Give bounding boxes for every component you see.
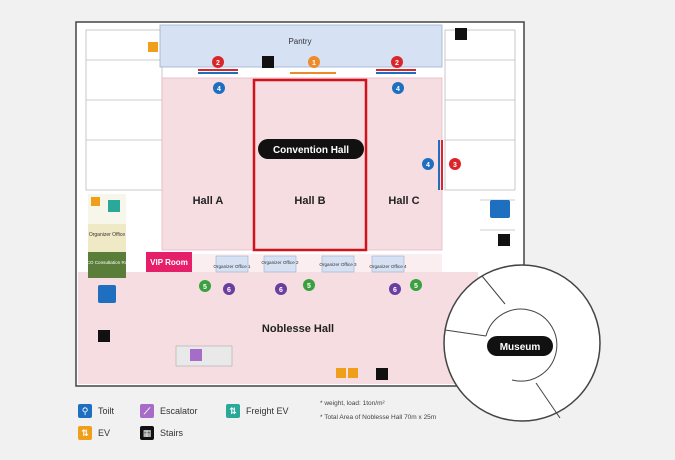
- toilet-icon: ⚲: [78, 404, 92, 418]
- hall-zone[interactable]: [161, 77, 443, 251]
- organizer-office-1[interactable]: Organizer Office 1: [213, 255, 251, 273]
- legend-freight-ev-label: Freight EV: [246, 406, 289, 416]
- escalator-icon: ⟋: [140, 404, 154, 418]
- museum-badge[interactable]: [487, 336, 553, 356]
- marker-4-label: 4: [426, 162, 430, 169]
- marker-4-hall-a[interactable]: 4: [213, 82, 225, 94]
- marker-5-b[interactable]: 5: [303, 279, 315, 291]
- marker-1[interactable]: 1: [308, 56, 320, 68]
- legend-toilet-label: Toilt: [98, 406, 115, 416]
- note-total-area: * Total Area of Noblesse Hall 70m x 25m: [320, 414, 437, 421]
- stairs-icon: [498, 234, 510, 246]
- legend-ev-label: EV: [98, 428, 111, 438]
- vip-room-label: VIP Room: [150, 258, 188, 267]
- entrance-bar: [376, 69, 416, 71]
- organizer-office-1-label: Organizer Office 1: [213, 264, 251, 269]
- note-weight-load: * weight, load: 1ton/m²: [320, 400, 385, 407]
- entrance-bar: [290, 72, 336, 74]
- hall-c-label: Hall C: [388, 195, 419, 207]
- legend-escalator-label: Escalator: [160, 406, 198, 416]
- museum-label: Museum: [500, 342, 541, 353]
- marker-1-label: 1: [312, 60, 316, 67]
- entrance-bar: [376, 72, 416, 74]
- organizer-office-label: Organizer Office: [89, 232, 126, 238]
- marker-6-a[interactable]: 6: [223, 283, 235, 295]
- marker-3-label: 3: [453, 162, 457, 169]
- hall-b-highlight[interactable]: [252, 78, 368, 252]
- adco-room[interactable]: [88, 252, 126, 278]
- marker-2-left[interactable]: 2: [212, 56, 224, 68]
- marker-6-label: 6: [279, 287, 283, 294]
- freight-ev-icon: ⇅: [226, 404, 240, 418]
- marker-4-label: 4: [396, 86, 400, 93]
- legend-stairs: ▦ Stairs: [140, 426, 183, 440]
- hall-b-label: Hall B: [294, 195, 325, 207]
- ev-icon: [91, 197, 100, 206]
- marker-2-label: 2: [395, 60, 399, 67]
- freight-ev-icon: [108, 200, 120, 212]
- ev-icon: [148, 42, 158, 52]
- entrance-bar: [198, 72, 238, 74]
- stairs-icon: [98, 330, 110, 342]
- marker-2-label: 2: [216, 60, 220, 67]
- marker-4-hall-c[interactable]: 4: [392, 82, 404, 94]
- convention-hall-label: Convention Hall: [273, 145, 349, 156]
- legend-ev: ⇅ EV: [78, 426, 110, 440]
- convention-hall-badge[interactable]: [258, 139, 364, 159]
- stairs-icon: [455, 28, 467, 40]
- museum-walls: [444, 275, 561, 419]
- organizer-office-4[interactable]: Organizer Office 4: [369, 255, 407, 273]
- stairs-icon: ▦: [140, 426, 154, 440]
- marker-4-label: 4: [217, 86, 221, 93]
- stairs-icon: [376, 368, 388, 380]
- organizer-office-2-label: Organizer Office 2: [261, 260, 299, 265]
- escalator-icon: [190, 349, 202, 361]
- adco-room-label: ADCO Consultation Room: [80, 260, 134, 265]
- marker-5-c[interactable]: 5: [410, 279, 422, 291]
- marker-6-label: 6: [227, 287, 231, 294]
- ev-icon: ⇅: [78, 426, 92, 440]
- legend-stairs-label: Stairs: [160, 428, 184, 438]
- organizer-office[interactable]: [88, 224, 126, 252]
- marker-6-label: 6: [393, 287, 397, 294]
- organizer-office-2[interactable]: Organizer Office 2: [261, 255, 299, 273]
- entrance-bar: [198, 69, 238, 71]
- legend-escalator: ⟋ Escalator: [140, 404, 198, 418]
- escalator-area: [175, 345, 233, 367]
- marker-4-side[interactable]: 4: [422, 158, 434, 170]
- organizer-office-4-label: Organizer Office 4: [369, 264, 407, 269]
- toilet-icon: [490, 200, 510, 218]
- marker-6-b[interactable]: 6: [275, 283, 287, 295]
- marker-5-label: 5: [307, 283, 311, 290]
- hall-a-label: Hall A: [193, 195, 224, 207]
- entrance-bar: [441, 140, 443, 190]
- toilet-icon: [98, 285, 116, 303]
- marker-5-label: 5: [414, 283, 418, 290]
- ev-icon: [348, 368, 358, 378]
- marker-5-a[interactable]: 5: [199, 280, 211, 292]
- organizer-office-3-label: Organizer Office 3: [319, 262, 357, 267]
- pantry-label: Pantry: [288, 37, 311, 46]
- vip-room[interactable]: [146, 252, 192, 272]
- marker-6-c[interactable]: 6: [389, 283, 401, 295]
- ev-icon: [336, 368, 346, 378]
- legend-freight-ev: ⇅ Freight EV: [226, 404, 289, 418]
- organizer-office-3[interactable]: Organizer Office 3: [319, 255, 357, 273]
- noblesse-hall-label: Noblesse Hall: [262, 323, 334, 335]
- legend-toilet: ⚲ Toilt: [78, 404, 114, 418]
- marker-3[interactable]: 3: [449, 158, 461, 170]
- marker-5-label: 5: [203, 284, 207, 291]
- stairs-icon: [262, 56, 274, 68]
- marker-2-right[interactable]: 2: [391, 56, 403, 68]
- entrance-bar: [438, 140, 440, 190]
